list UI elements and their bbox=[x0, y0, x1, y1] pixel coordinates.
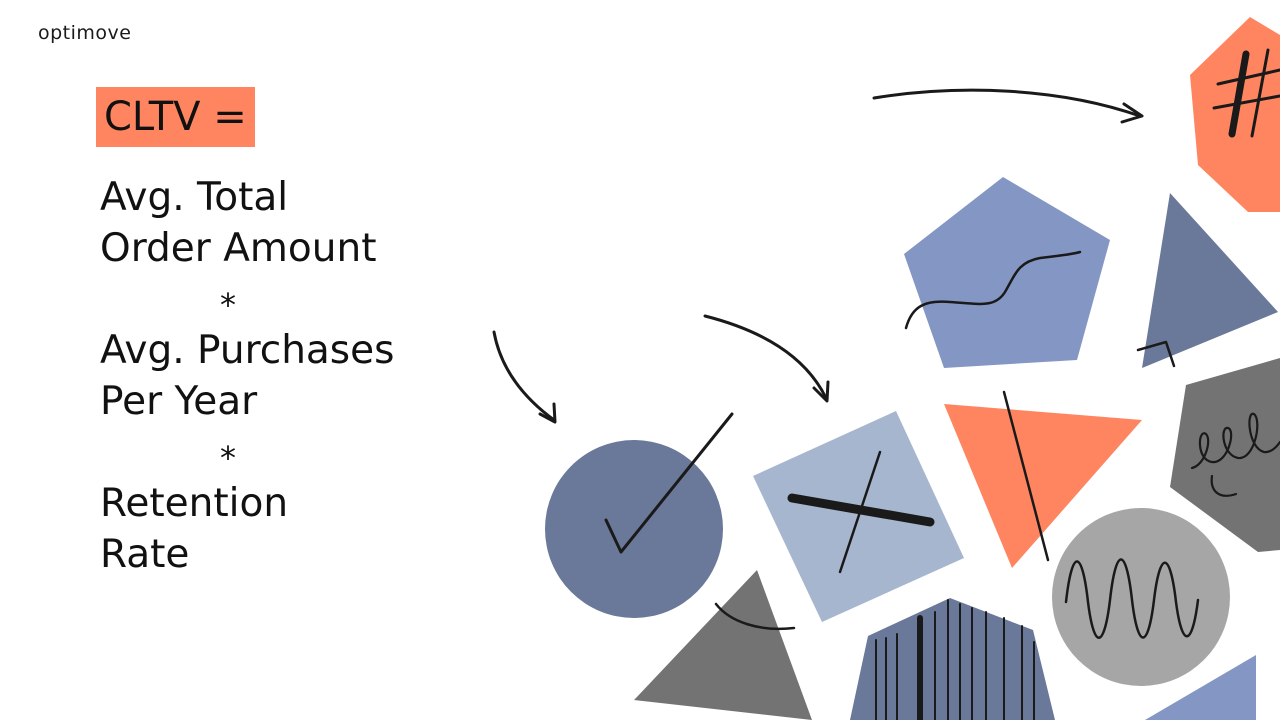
formula-term-1-line-1: Avg. Total bbox=[100, 175, 289, 220]
formula-term-3-line-2: Rate bbox=[100, 532, 190, 577]
coral-triangle-shape bbox=[944, 390, 1142, 568]
gray-circle-wave-shape bbox=[1052, 508, 1230, 686]
circle-check-shape bbox=[545, 412, 734, 618]
pentagon-squiggle-shape bbox=[904, 177, 1110, 368]
curved-arrow-top bbox=[872, 88, 1144, 124]
multiply-operator-2: * bbox=[220, 439, 236, 477]
curved-arrow-left bbox=[492, 330, 557, 424]
multiply-operator-1: * bbox=[220, 286, 236, 324]
formula-term-2-line-2: Per Year bbox=[100, 379, 258, 424]
gray-hexagon-loop-shape bbox=[1170, 358, 1280, 552]
formula-term-1-line-2: Order Amount bbox=[100, 226, 377, 271]
coral-hexagon-hash-shape bbox=[1190, 17, 1280, 212]
barcode-pentagon-shape bbox=[850, 598, 1055, 720]
curved-arrow-middle bbox=[703, 314, 830, 403]
corner-triangle-shape bbox=[1145, 655, 1256, 720]
formula-title: CLTV = bbox=[96, 87, 255, 147]
gray-triangle-shape bbox=[634, 570, 812, 720]
formula-term-3-line-1: Retention bbox=[100, 481, 289, 526]
blue-triangle-shape bbox=[1136, 193, 1278, 368]
square-x-shape bbox=[753, 411, 964, 622]
brand-logo: optimove bbox=[38, 22, 132, 44]
formula-term-2-line-1: Avg. Purchases bbox=[100, 328, 395, 373]
